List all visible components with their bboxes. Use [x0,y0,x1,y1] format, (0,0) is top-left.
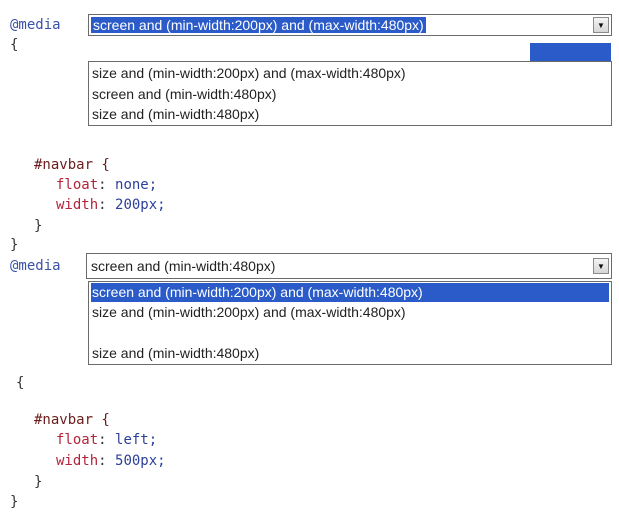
media-close-brace-2: } [10,494,19,510]
option-item-highlighted[interactable]: screen and (min-width:200px) and (max-wi… [91,283,609,302]
media-query-options-1: size and (min-width:200px) and (max-widt… [88,61,612,126]
media-open-brace-2: { [16,375,25,391]
media-query-select-1-value: screen and (min-width:200px) and (max-wi… [91,17,426,33]
media-query-select-2-value: screen and (min-width:480px) [91,258,276,274]
chevron-down-icon[interactable]: ▼ [593,17,609,33]
float-value-1: none; [115,177,158,193]
width-value-2: 500px; [115,453,166,469]
media-query-select-2[interactable]: screen and (min-width:480px) ▼ [86,253,612,279]
option-item[interactable]: screen and (min-width:480px) [92,86,277,102]
media-keyword-1: @media [10,17,61,33]
navbar-selector-1: #navbar { [34,157,110,173]
float-property-2: float [56,432,99,448]
media-open-brace-1: { [10,37,19,53]
width-value-1: 200px; [115,197,166,213]
media-query-select-1[interactable]: screen and (min-width:200px) and (max-wi… [88,14,612,36]
width-property-1: width [56,197,99,213]
media-close-brace-1: } [10,237,19,253]
float-declaration-1: float: none; [56,177,158,193]
width-property-2: width [56,453,99,469]
width-declaration-2: width: 500px; [56,453,166,469]
option-item[interactable]: size and (min-width:480px) [92,106,260,122]
navbar-close-brace-2: } [34,474,43,490]
float-declaration-2: float: left; [56,432,158,448]
media-keyword-2: @media [10,258,61,274]
float-property-1: float [56,177,99,193]
option-item[interactable]: size and (min-width:200px) and (max-widt… [92,304,406,320]
option-item[interactable]: size and (min-width:480px) [92,345,260,361]
media-query-options-2: screen and (min-width:200px) and (max-wi… [88,281,612,365]
selection-highlight-strip [530,43,611,61]
navbar-close-brace-1: } [34,218,43,234]
float-value-2: left; [115,432,158,448]
width-declaration-1: width: 200px; [56,197,166,213]
option-item[interactable]: size and (min-width:200px) and (max-widt… [92,65,406,81]
chevron-down-icon[interactable]: ▼ [593,258,609,274]
navbar-selector-2: #navbar { [34,412,110,428]
